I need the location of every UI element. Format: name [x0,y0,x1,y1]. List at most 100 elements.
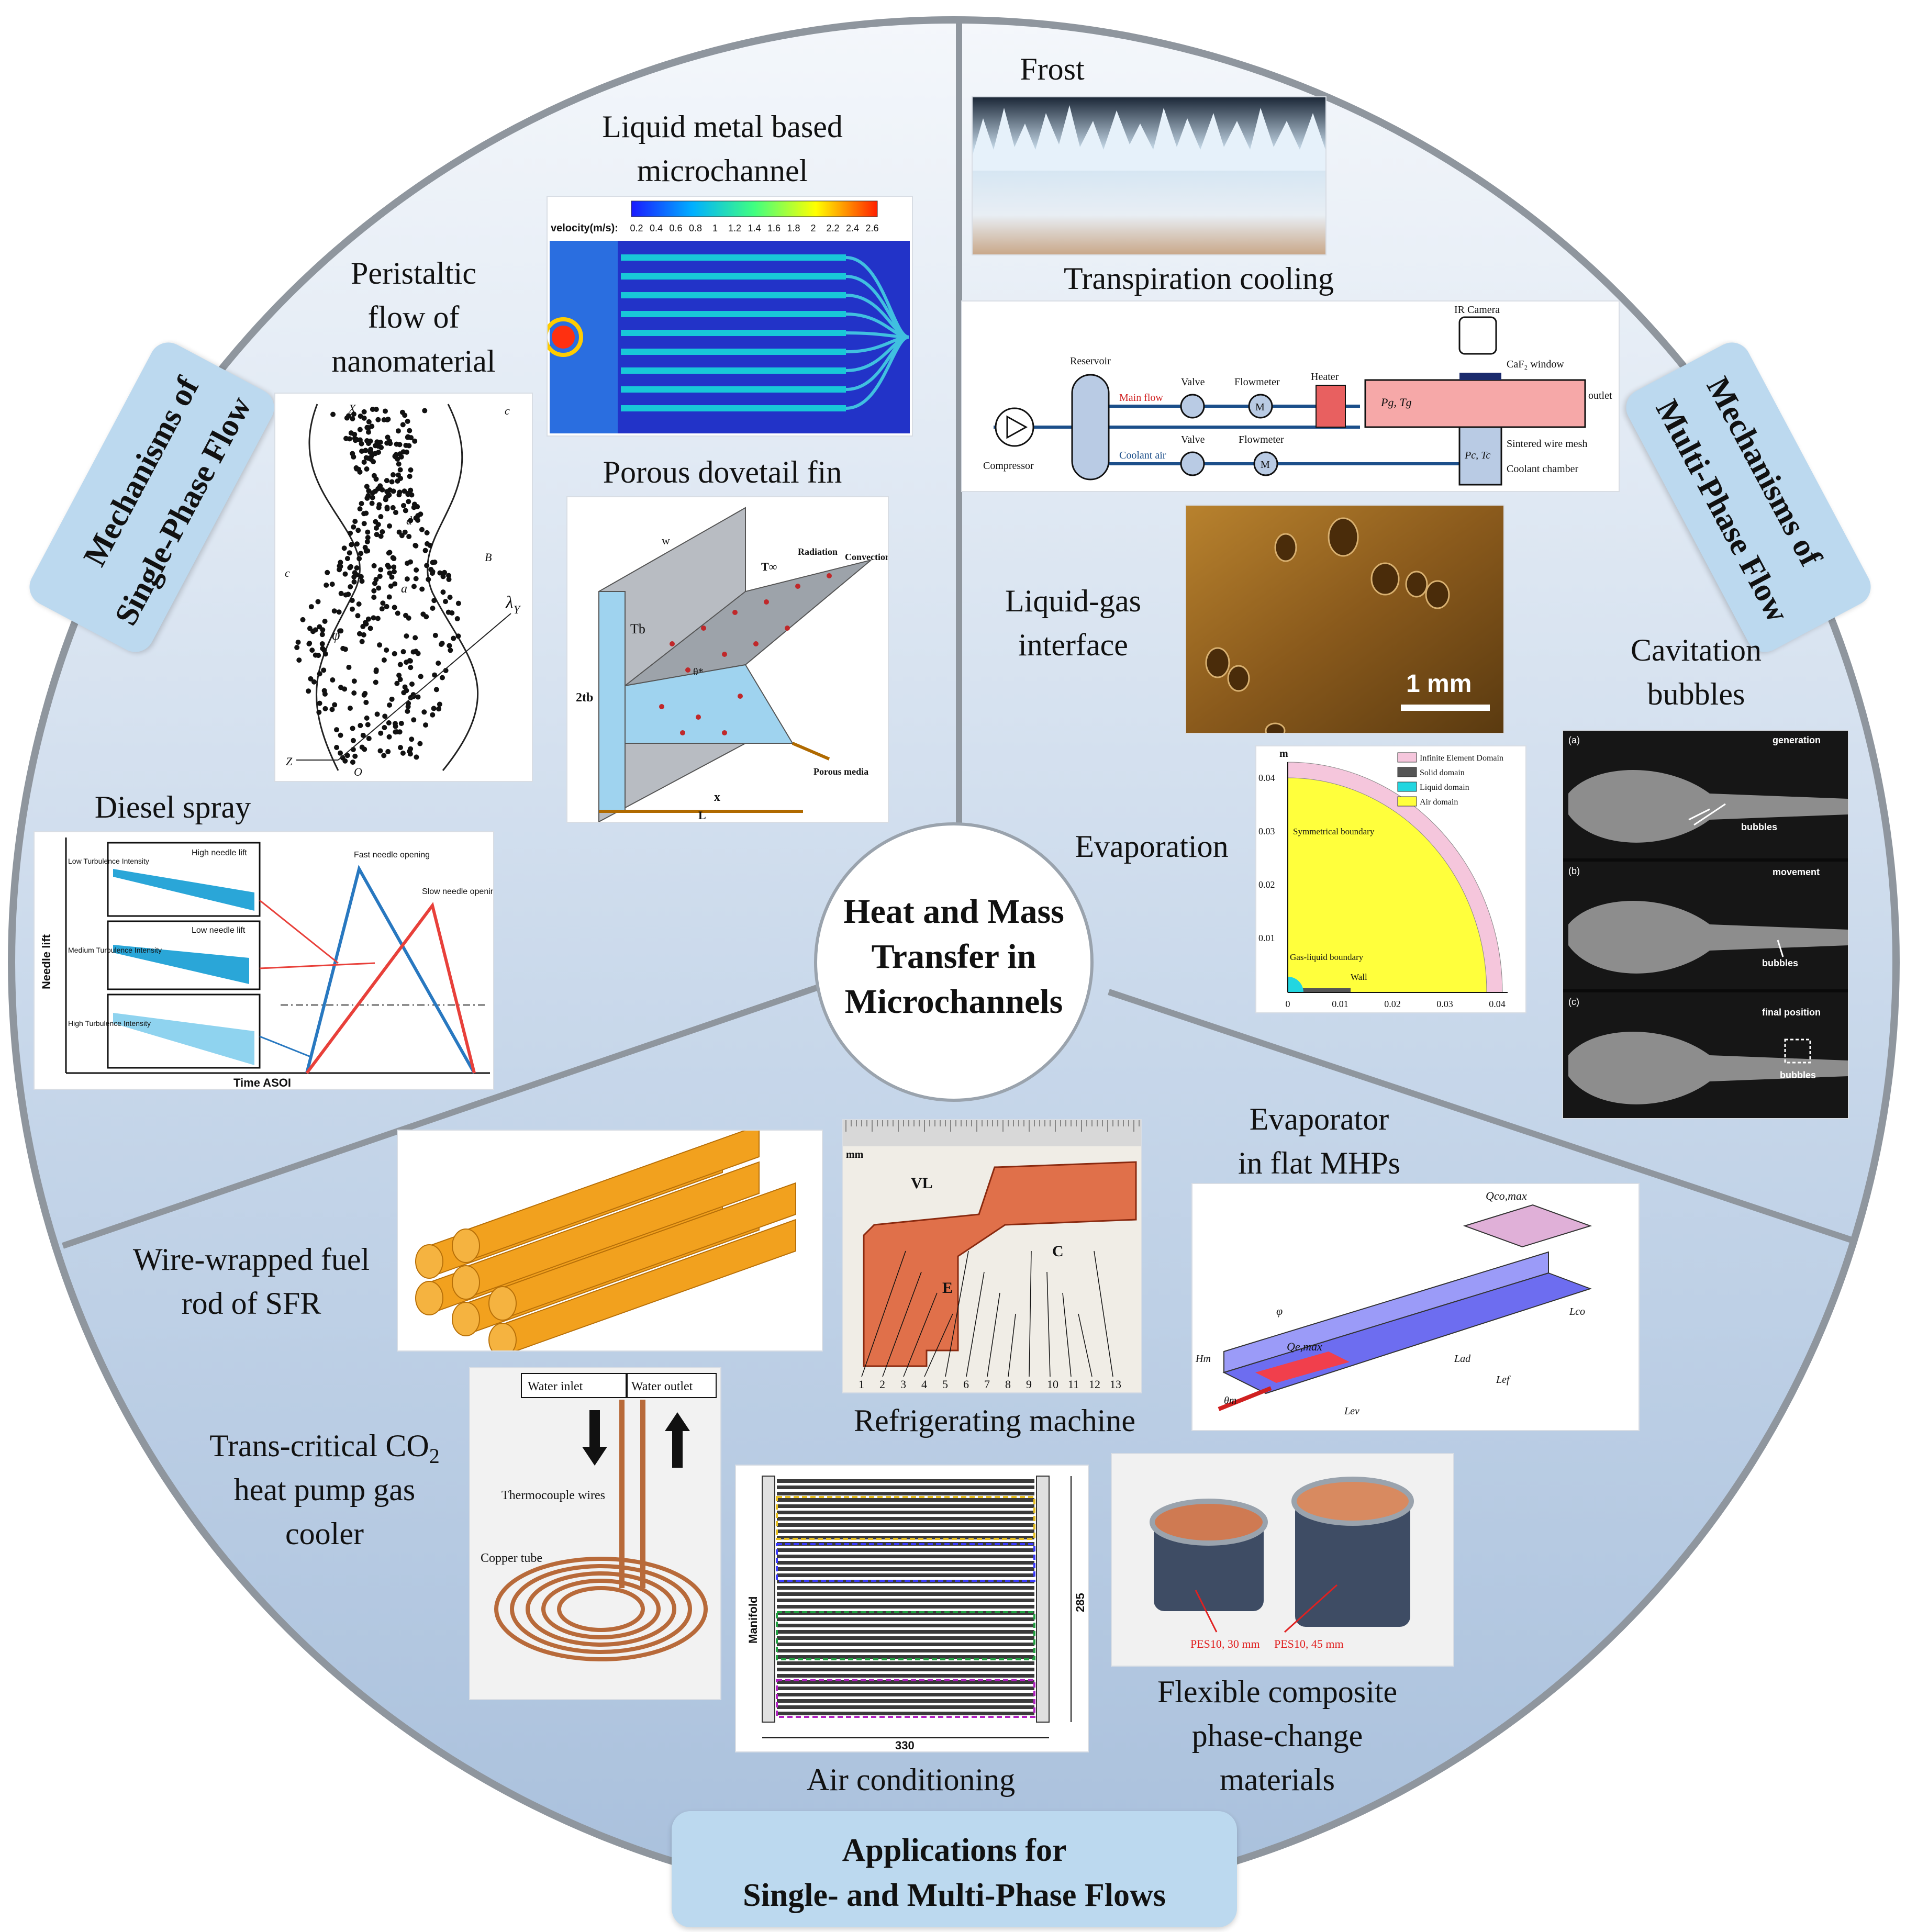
sym-theta-m: θm [1224,1395,1236,1406]
particle [375,616,381,621]
sample-1-body [1154,1522,1264,1611]
particle [403,612,409,618]
label-evaporator-2: in flat MHPs [1238,1146,1401,1180]
label-flexible-3: materials [1220,1762,1335,1797]
particle [354,565,360,571]
velocity-tick: 2.4 [846,223,859,233]
condenser-block [1463,1204,1592,1248]
velocity-tick: 2.6 [865,223,878,233]
label-wire-wrapped-2: rod of SFR [181,1286,321,1321]
bubble [1265,722,1286,733]
particle [406,490,412,496]
pore [685,667,690,673]
caf2-label: CaF₂ window [1507,359,1564,370]
pc-label: Pc, Tc [1464,450,1490,461]
ir-camera [1458,316,1497,355]
particle [338,564,343,569]
applications-pill [672,1811,1237,1927]
particle [385,416,391,422]
flowmeter-1-label: Flowmeter [1234,376,1280,388]
particle [362,620,368,626]
panel-wire-wrapped [398,1131,822,1350]
evaporator-figure: Qco,max Qe,max φ Lco Lad Lef Lev Hm θm [1195,1189,1592,1417]
outlet-label: outlet [1588,390,1612,401]
particle [359,639,365,644]
tube [777,1486,1034,1489]
particle [397,662,403,667]
legend-entry: Solid domain [1420,768,1465,777]
panel-frost [973,97,1325,254]
label-co2-3: cooler [285,1516,364,1551]
panel-cavitation: (a) (b) (c) generation movement final po… [1563,731,1848,1118]
particle [426,576,431,582]
sym-o: O [354,765,362,778]
particle [333,727,339,733]
particle [354,466,360,472]
nozzle-b [1568,901,1848,974]
sym-l: L [698,809,706,822]
nozzle-c [1568,1032,1848,1104]
scale-label: 1 mm [1406,670,1472,698]
velocity-tick: 2 [810,223,816,233]
particle [375,417,381,422]
particle [351,524,356,530]
particle [404,633,409,639]
pore [701,626,706,631]
slow-opening-curve [305,902,476,1074]
particle [371,588,377,594]
sym-a: a [401,582,407,596]
copper-coils [494,1557,708,1661]
particle [387,523,393,529]
particle [424,563,430,568]
particle [406,443,412,449]
pore [696,714,701,720]
velocity-tick: 1 [712,223,718,233]
evap-xtick: 0.04 [1489,999,1506,1009]
particle [365,534,371,540]
particle [391,472,396,478]
leader [945,1250,969,1377]
label-co2-2: heat pump gas [233,1472,416,1507]
sym-w: w [662,534,670,547]
bubbles-label-c: bubbles [1780,1070,1816,1080]
legend-swatch [1397,796,1417,807]
width-label: 330 [895,1739,915,1751]
particle [356,556,362,562]
air-domain [1287,777,1487,993]
tube [777,1643,1034,1646]
label-diesel: Diesel spray [94,790,251,824]
particle [313,652,318,658]
particle [363,699,369,705]
velocity-tick: 1.2 [728,223,741,233]
heater [1316,385,1346,428]
particle [361,459,367,465]
particle [388,583,394,589]
particle [311,679,317,685]
pass-green [776,1611,1035,1660]
particle [440,589,446,595]
particle [406,533,412,539]
particle [398,745,404,751]
particle [371,563,377,568]
tube [777,1517,1034,1521]
pore [722,652,727,657]
tube [777,1529,1034,1533]
flowmeter-1-symbol: M [1255,401,1265,413]
particle [322,619,328,624]
particle [342,686,348,692]
particle [342,571,348,577]
particle [397,467,403,473]
particle [330,411,336,417]
evap-xtick: 0.01 [1332,999,1348,1009]
leader [987,1292,1000,1377]
tube [777,1655,1034,1659]
particle [372,580,377,586]
particle [373,525,379,531]
channel [621,405,846,411]
label-peristaltic-1: Peristaltic [351,256,476,291]
particle [382,713,388,719]
particle [419,586,425,592]
tube [777,1630,1034,1634]
particle [395,456,400,462]
